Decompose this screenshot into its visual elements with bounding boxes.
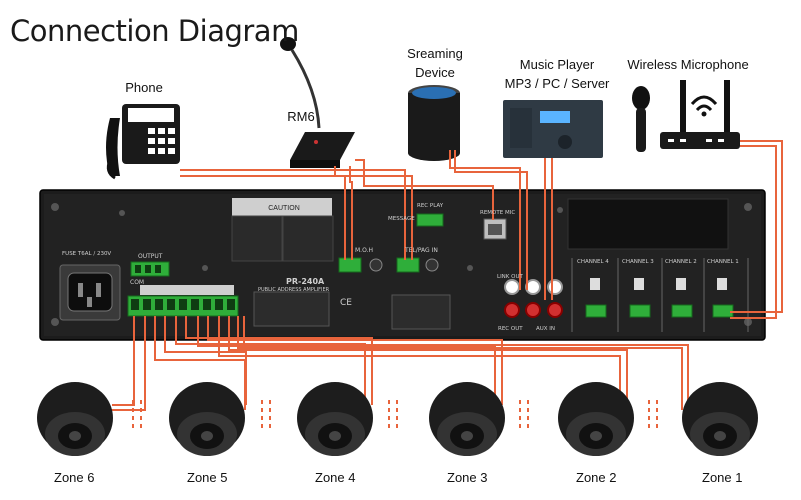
message-terminal [416,213,444,227]
wireless-receiver-icon [660,80,740,149]
rec-play-label: REC PLAY [417,203,444,209]
rec-out-label: REC OUT [498,326,523,332]
speaker-zone-5 [169,382,245,456]
zone-5-label: Zone 5 [187,470,228,485]
speaker-terminal-block [127,285,239,317]
moh-terminal [338,257,383,273]
zone-4-label: Zone 4 [315,470,356,485]
zone-2-label: Zone 2 [576,470,617,485]
streaming-label-line2: Device [415,65,455,80]
model-label: PR-240A [286,277,325,286]
output-label: OUTPUT [138,253,163,260]
phone-icon [106,104,180,180]
caution-label: CAUTION [268,205,300,212]
tel-terminal [396,257,439,273]
music-player-label-line1: Music Player [519,57,595,72]
diagram-title: Connection Diagram [10,14,299,48]
message-label: MESSAGE [388,216,415,222]
zone-1-label: Zone 1 [702,470,743,485]
moh-label: M.O.H [355,247,373,254]
zone-3-label: Zone 3 [447,470,488,485]
speaker-wire-stubs [132,400,658,430]
channel-4-label: CHANNEL 4 [577,259,609,265]
speaker-zone-2 [558,382,634,456]
remote-mic-label: REMOTE MIC [480,210,515,216]
speaker-zone-1 [682,382,758,456]
streaming-device-icon [408,85,460,161]
speaker-zone-4 [297,382,373,456]
channel-terminals [585,278,734,318]
music-player-label-line2: MP3 / PC / Server [504,76,610,91]
streaming-label-line1: Sreaming [407,46,463,61]
tel-label: TEL/PAG IN [404,247,438,254]
wiring [105,140,783,411]
speaker-zone-6 [37,382,113,456]
music-player-icon [503,100,603,158]
link-out-label: LINK OUT [497,274,524,280]
wireless-microphone-icon [632,86,650,152]
rm6-paging-microphone-icon [280,37,355,168]
channel-1-label: CHANNEL 1 [707,259,739,265]
zone-6-label: Zone 6 [54,470,95,485]
rm6-label: RM6 [287,109,315,124]
remote-mic-port [483,218,507,240]
power-label: FUSE T6AL / 230V [62,251,111,257]
phone-label: Phone [125,80,163,95]
svg-text:CE: CE [340,298,352,308]
channel-2-label: CHANNEL 2 [665,259,697,265]
com-label: COM [130,279,144,286]
channel-3-label: CHANNEL 3 [622,259,654,265]
wireless-mic-label: Wireless Microphone [627,57,749,72]
aux-in-label: AUX IN [536,326,555,332]
speaker-zone-3 [429,382,505,456]
model-subtitle: PUBLIC ADDRESS AMPLIFIER [258,287,330,293]
output-terminal-top [130,261,170,277]
